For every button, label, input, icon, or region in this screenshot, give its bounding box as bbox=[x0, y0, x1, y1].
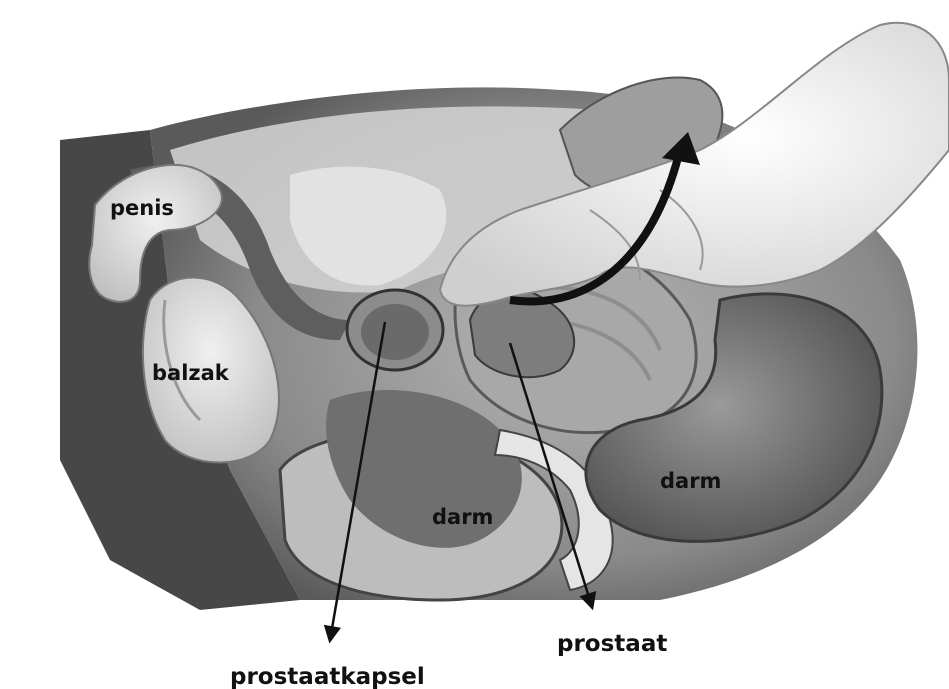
prostaatkapsel-label: prostaatkapsel bbox=[230, 664, 425, 689]
prostaat-label: prostaat bbox=[557, 631, 667, 657]
prostate-capsule bbox=[347, 290, 443, 370]
balzak-label: balzak bbox=[152, 361, 230, 385]
darm-right-label: darm bbox=[660, 469, 721, 493]
darm-left-label: darm bbox=[432, 505, 493, 529]
penis-label: penis bbox=[110, 196, 174, 220]
